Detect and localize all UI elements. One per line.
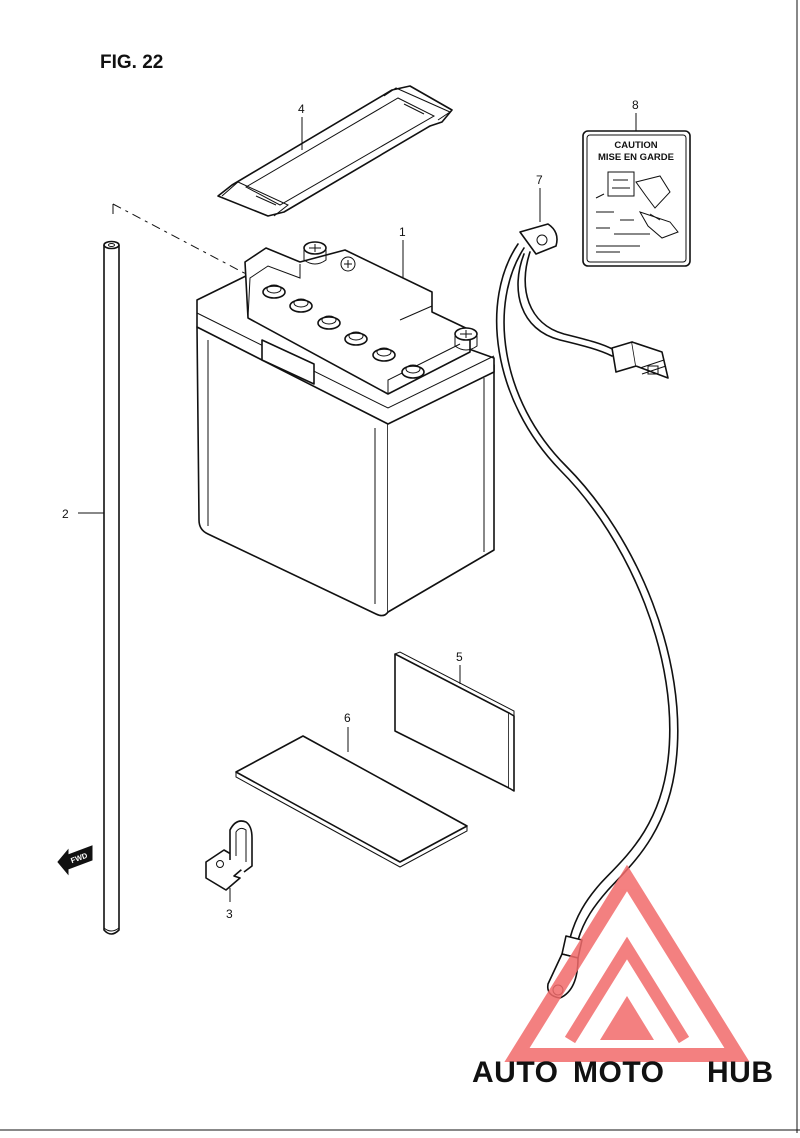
watermark-text-auto: AUTO	[472, 1056, 558, 1089]
caution-label-line1: CAUTION	[614, 140, 657, 151]
ground-lead-drawing	[495, 223, 679, 999]
callout-8: 8	[632, 98, 639, 112]
callout-2: 2	[62, 507, 69, 521]
callout-3: 3	[226, 907, 233, 921]
watermark-text-moto: MOTO	[573, 1056, 664, 1089]
callout-1: 1	[399, 225, 406, 239]
watermark-text-hub: HUB	[707, 1056, 774, 1089]
watermark-logo	[504, 864, 750, 1062]
battery-drawing	[196, 241, 495, 617]
breather-hose-drawing	[103, 240, 120, 935]
caution-label-drawing: CAUTION MISE EN GARDE	[582, 130, 691, 267]
watermark-wordmark: AUTO MOTO HUB	[472, 1056, 774, 1089]
routing-line	[112, 203, 249, 276]
hose-clamp-drawing	[205, 820, 253, 891]
callout-4: 4	[298, 102, 305, 116]
cushion-upper-drawing	[394, 651, 515, 792]
callout-7: 7	[536, 173, 543, 187]
caution-label-line2: MISE EN GARDE	[598, 152, 674, 163]
figure-title: FIG. 22	[100, 52, 163, 73]
battery-band-drawing	[217, 85, 453, 217]
callout-5: 5	[456, 650, 463, 664]
cushion-lower-drawing	[235, 735, 468, 868]
callout-6: 6	[344, 711, 351, 725]
fwd-arrow-icon: FWD	[57, 845, 93, 876]
